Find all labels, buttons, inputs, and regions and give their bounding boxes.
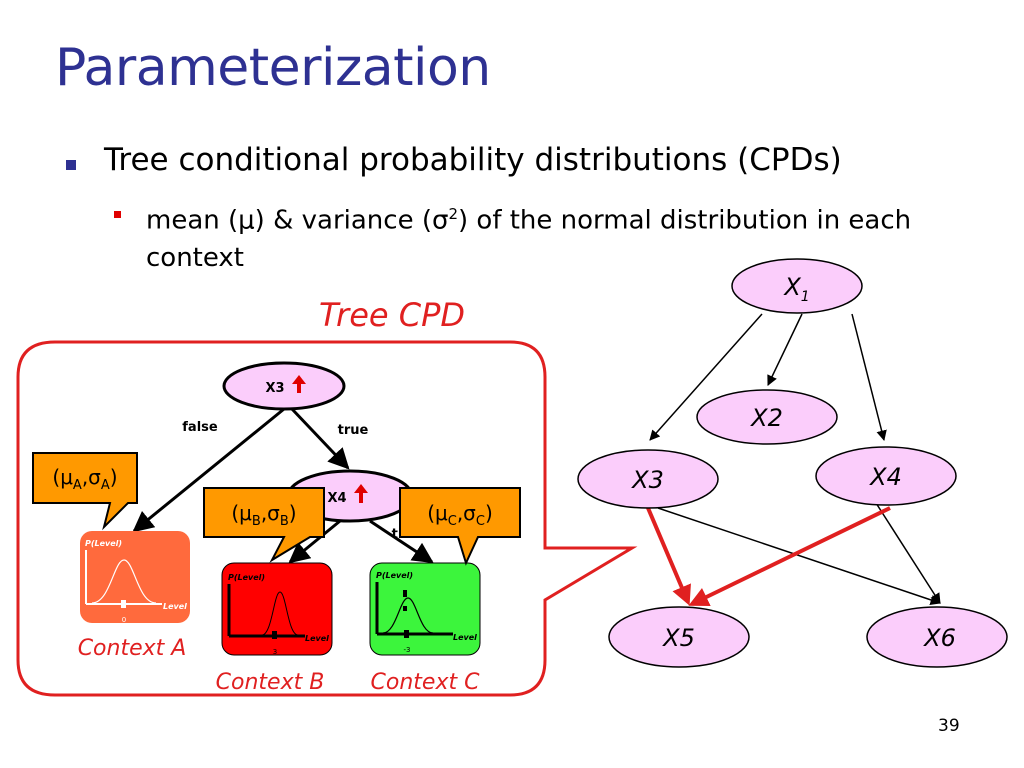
context-a-label: Context A	[78, 636, 187, 661]
params-b-text: (μB,σB)	[231, 501, 296, 529]
edge-x1-x2	[767, 313, 803, 386]
tree-edge-false	[132, 407, 285, 533]
context-b-plot: P(Level) Level 3	[221, 562, 333, 656]
tree-node-x4-label: X4	[327, 491, 346, 506]
node-x2: X2	[696, 389, 838, 445]
edge-label-true: true	[338, 423, 369, 438]
node-x1-label: X1	[782, 273, 809, 305]
node-x5-label: X5	[661, 624, 695, 652]
node-x4-label: X4	[868, 463, 902, 491]
highlighted-edge-x3-x5	[646, 507, 691, 606]
page-number: 39	[938, 716, 960, 736]
edge-x3-x6	[657, 507, 941, 605]
node-x6-label: X6	[922, 624, 956, 652]
context-b-label: Context B	[216, 670, 325, 695]
tree-edge-x4-false	[288, 519, 341, 564]
node-x6: X6	[866, 606, 1008, 668]
node-x3-label: X3	[630, 466, 664, 494]
edge-x1-x4	[851, 313, 887, 442]
bullet-text: Tree conditional probability distributio…	[104, 142, 842, 178]
callout-params-a: (μA,σA)	[32, 452, 138, 531]
tree-node-x3: X3	[222, 361, 346, 411]
plot-a-tick: 0	[122, 616, 126, 624]
plot-b-ylabel: P(Level)	[228, 573, 265, 582]
callout-params-c: (μC,σC)	[399, 487, 521, 566]
tree-edge-true	[290, 407, 350, 470]
context-a-plot: P(Level) Level 0	[80, 531, 190, 624]
context-c-plot: P(Level) Level -3	[369, 562, 481, 656]
tree-edge-x4-true	[369, 519, 434, 564]
edge-x4-x6	[875, 502, 941, 604]
plot-b-xlabel: Level	[305, 634, 329, 643]
square-bullet-icon	[66, 160, 76, 170]
sub-bullet-text: mean (μ) & variance (σ2) of the normal d…	[146, 205, 912, 273]
up-arrow-icon	[354, 484, 368, 503]
plot-a-xlabel: Level	[163, 602, 187, 611]
node-x3: X3	[577, 449, 719, 509]
plot-c-xlabel: Level	[453, 633, 477, 642]
square-bullet-icon	[114, 211, 121, 218]
params-a-text: (μA,σA)	[52, 465, 117, 493]
up-arrow-icon	[292, 375, 306, 393]
node-x4: X4	[815, 446, 957, 506]
plot-c-ylabel: P(Level)	[376, 571, 413, 580]
tree-node-x3-label: X3	[265, 381, 284, 396]
tree-cpd-label: Tree CPD	[319, 296, 465, 334]
params-c-text: (μC,σC)	[427, 501, 493, 529]
edge-label-false: false	[182, 420, 218, 435]
highlighted-edge-x4-x5	[688, 506, 891, 607]
node-x1: X1	[731, 258, 863, 314]
plot-c-tick: -3	[404, 646, 411, 654]
node-x2-label: X2	[749, 404, 783, 432]
callout-params-b: (μB,σB)	[203, 487, 325, 563]
plot-b-tick: 3	[273, 648, 277, 656]
edge-x1-x3	[649, 313, 763, 441]
plot-a-ylabel: P(Level)	[85, 539, 122, 548]
node-x5: X5	[608, 606, 750, 668]
context-c-label: Context C	[371, 670, 481, 695]
tree-cpd-frame	[16, 340, 638, 697]
slide-title: Parameterization	[55, 38, 491, 98]
